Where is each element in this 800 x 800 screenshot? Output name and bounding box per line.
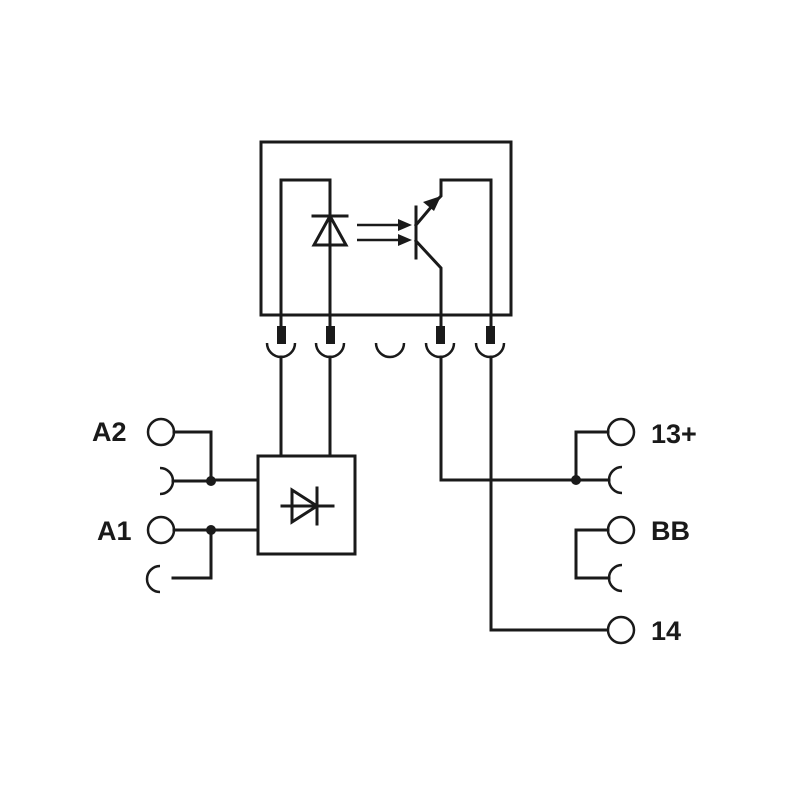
led-symbol: [279, 178, 349, 337]
terminal-a2-circle: [146, 417, 176, 447]
optocoupler-module: [259, 140, 513, 337]
module-housing: [259, 140, 513, 317]
empty-socket: [374, 342, 406, 359]
output-terminals: [571, 417, 636, 645]
diode-icon: [290, 487, 320, 525]
led-triangle: [311, 212, 349, 247]
terminal-label-14: 14: [651, 616, 681, 646]
input-terminals: [145, 417, 260, 594]
terminal-label-bb: BB: [651, 516, 690, 546]
pin-2: [326, 326, 335, 344]
terminal-bb-circle: [606, 515, 636, 545]
terminal-label-a1: A1: [97, 516, 132, 546]
protection-diode-block: [256, 454, 357, 556]
terminal-13-circle: [606, 417, 636, 447]
pin-4: [436, 326, 445, 344]
terminal-label-a2: A2: [92, 417, 127, 447]
pin-wires: [279, 355, 610, 632]
input-circuit-box: [256, 454, 357, 556]
terminal-a1-circle: [146, 515, 176, 545]
light-arrows-icon: [357, 219, 412, 246]
pin-1: [277, 326, 286, 344]
pin-5: [486, 326, 495, 344]
phototransistor-symbol: [413, 178, 493, 337]
terminal-14-circle: [606, 615, 636, 645]
socket-connectors: [265, 326, 506, 359]
terminal-label-13: 13+: [651, 419, 697, 449]
